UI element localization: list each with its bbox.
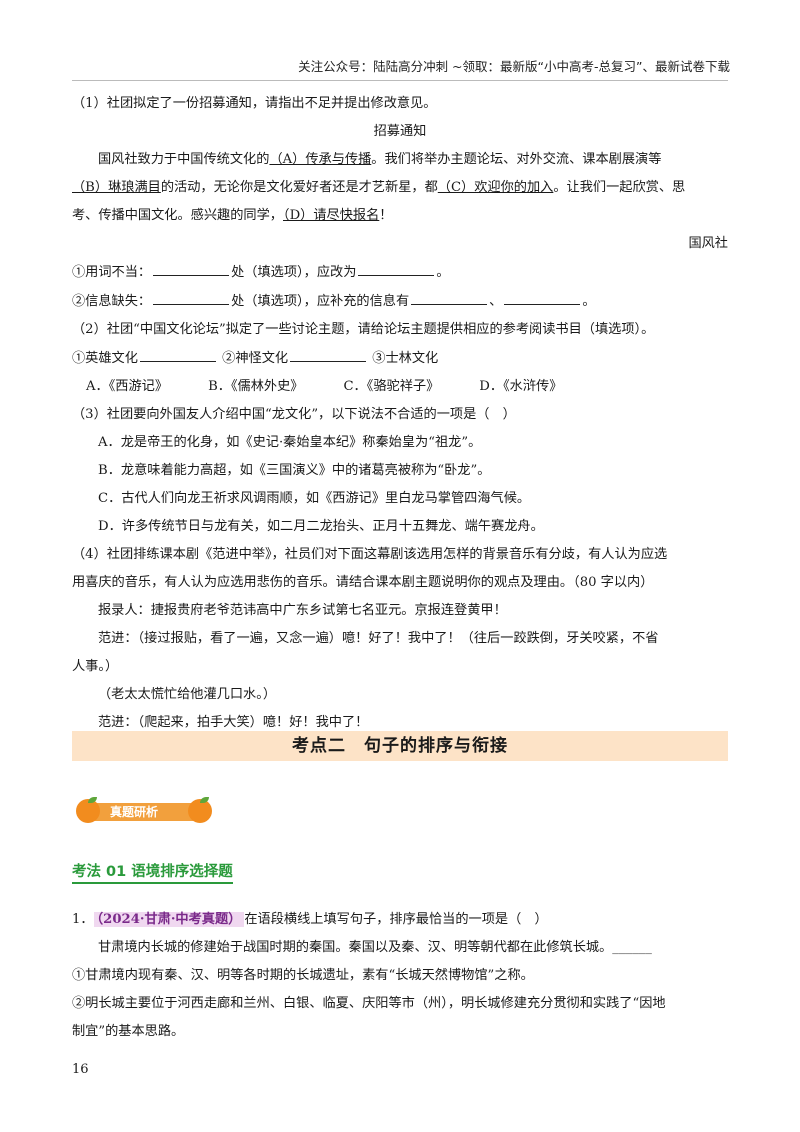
answer-blank[interactable]	[411, 291, 488, 305]
question-text: 在语段横线上填写句子，排序最恰当的一项是（ ）	[244, 912, 548, 927]
question-1: 1．（2024·甘肃·中考真题）在语段横线上填写句子，排序最恰当的一项是（ ） …	[72, 910, 728, 1042]
answer-blank[interactable]	[290, 348, 367, 362]
notice-text: 。让我们一起欣赏、思	[553, 180, 686, 195]
notice-text: 国风社致力于中国传统文化的	[98, 152, 270, 167]
leaf-icon	[200, 797, 209, 803]
badge-label: 真题研析	[110, 805, 159, 819]
sentence-2-b: 制宜”的基本思路。	[72, 1024, 185, 1039]
book-options: A．《西游记》 B．《儒林外史》 C．《骆驼祥子》 D．《水浒传》	[72, 377, 728, 397]
notice-line-1: 国风社致力于中国传统文化的（A）传承与传播。我们将举办主题论坛、对外交流、课本剧…	[72, 150, 728, 170]
source-tag: （2024·甘肃·中考真题）	[93, 912, 245, 927]
topic-label: ②神怪文化	[222, 351, 289, 366]
fill-label: 处（填选项），应改为	[231, 265, 357, 280]
notice-line-2: （B）琳琅满目的活动，无论你是文化爱好者还是才艺新星，都（C）欢迎你的加入。让我…	[72, 178, 728, 198]
fill-label: 、	[489, 294, 503, 309]
option-d: D．《水浒传》	[479, 379, 563, 394]
script-line-3: 人事。）	[72, 659, 119, 674]
answer-blank[interactable]	[153, 291, 230, 305]
fill-row-1: ①用词不当： 处（填选项），应改为 。	[72, 262, 728, 283]
leaf-icon	[88, 797, 97, 803]
notice-signature: 国风社	[688, 236, 728, 251]
method-title: 考法 01 语境排序选择题	[72, 862, 233, 884]
part4-intro-1: （4）社团排练课本剧《范进中举》，社员们对下面这幕剧该选用怎样的背景音乐有分歧，…	[72, 547, 668, 562]
fill-label: 。	[582, 294, 596, 309]
question-block: （1）社团拟定了一份招募通知，请指出不足并提出修改意见。 招募通知 国风社致力于…	[72, 94, 728, 733]
part1-intro: （1）社团拟定了一份招募通知，请指出不足并提出修改意见。	[72, 96, 437, 111]
fill-label: 处（填选项），应补充的信息有	[231, 294, 410, 309]
question-1-stem: 1．（2024·甘肃·中考真题）在语段横线上填写句子，排序最恰当的一项是（ ）	[72, 910, 728, 930]
orange-icon	[188, 799, 212, 823]
answer-blank[interactable]	[139, 348, 216, 362]
option-b: B．《儒林外史》	[208, 379, 304, 394]
question-number: 1．	[72, 912, 94, 927]
fill-label: ①用词不当：	[72, 265, 152, 280]
badge-bar	[86, 803, 202, 821]
script-line-2: 范进：（接过报贴，看了一遍，又念一遍）噫！好了！我中了！（往后一跤跌倒，牙关咬紧…	[98, 631, 659, 646]
passage: 甘肃境内长城的修建始于战国时期的秦国。秦国以及秦、汉、明等朝代都在此修筑长城。_…	[98, 940, 652, 955]
answer-blank[interactable]	[358, 262, 435, 276]
option-a: A．《西游记》	[86, 379, 169, 394]
topics-row: ①英雄文化 ②神怪文化 ③士林文化	[72, 348, 728, 369]
answer-blank[interactable]	[504, 291, 581, 305]
part3-intro: （3）社团要向外国友人介绍中国“龙文化”，以下说法不合适的一项是（ ）	[72, 407, 516, 422]
notice-text: ！	[379, 208, 393, 223]
notice-option-a: （A）传承与传播	[269, 152, 372, 167]
script-line-5: 范进：（爬起来，拍手大笑）噫！好！我中了！	[98, 715, 369, 730]
fill-row-2: ②信息缺失： 处（填选项），应补充的信息有 、 。	[72, 291, 728, 312]
part2-intro: （2）社团“中国文化论坛”拟定了一些讨论主题，请给论坛主题提供相应的参考阅读书目…	[72, 322, 655, 337]
orange-icon	[76, 799, 100, 823]
sentence-1: ①甘肃境内现有秦、汉、明等各时期的长城遗址，素有“长城天然博物馆”之称。	[72, 968, 534, 983]
notice-line-3: 考、传播中国文化。感兴趣的同学，（D）请尽快报名！	[72, 206, 728, 226]
choice-c: C．古代人们向龙王祈求风调雨顺，如《西游记》里白龙马掌管四海气候。	[98, 491, 531, 506]
header-divider	[72, 80, 728, 81]
notice-text: 考、传播中国文化。感兴趣的同学，	[72, 208, 283, 223]
choice-a: A．龙是帝王的化身，如《史记·秦始皇本纪》称秦始皇为“祖龙”。	[98, 435, 482, 450]
notice-option-c: （C）欢迎你的加入	[437, 180, 554, 195]
section-banner: 考点二 句子的排序与衔接	[72, 731, 728, 761]
notice-text: 的活动，无论你是文化爱好者还是才艺新星，都	[160, 180, 438, 195]
topic-label: ①英雄文化	[72, 351, 138, 366]
script-line-1: 报录人：捷报贵府老爷范讳高中广东乡试第七名亚元。京报连登黄甲！	[98, 603, 507, 618]
sentence-2-a: ②明长城主要位于河西走廊和兰州、白银、临夏、庆阳等市（州），明长城修建充分贯彻和…	[72, 996, 666, 1011]
page-header: 关注公众号：陆陆高分冲刺 ~领取：最新版“小中高考-总复习”、最新试卷下载	[298, 59, 730, 74]
notice-option-b: （B）琳琅满目	[72, 180, 161, 195]
choice-d: D．许多传统节日与龙有关，如二月二龙抬头、正月十五舞龙、端午赛龙舟。	[98, 519, 544, 534]
answer-blank[interactable]	[153, 262, 230, 276]
fill-label: ②信息缺失：	[72, 294, 152, 309]
fill-label: 。	[436, 265, 450, 280]
option-c: C．《骆驼祥子》	[343, 379, 440, 394]
script-line-4: （老太太慌忙给他灌几口水。）	[98, 687, 277, 702]
badge: 真题研析	[76, 795, 212, 829]
notice-option-d: （D）请尽快报名	[283, 208, 380, 223]
choice-b: B．龙意味着能力高超，如《三国演义》中的诸葛亮被称为“卧龙”。	[98, 463, 491, 478]
notice-text: 。我们将举办主题论坛、对外交流、课本剧展演等	[371, 152, 662, 167]
page-number: 16	[72, 1062, 89, 1077]
topic-label: ③士林文化	[372, 351, 439, 366]
notice-title: 招募通知	[373, 124, 427, 139]
part4-intro-2: 用喜庆的音乐，有人认为应选用悲伤的音乐。请结合课本剧主题说明你的观点及理由。（8…	[72, 575, 654, 590]
